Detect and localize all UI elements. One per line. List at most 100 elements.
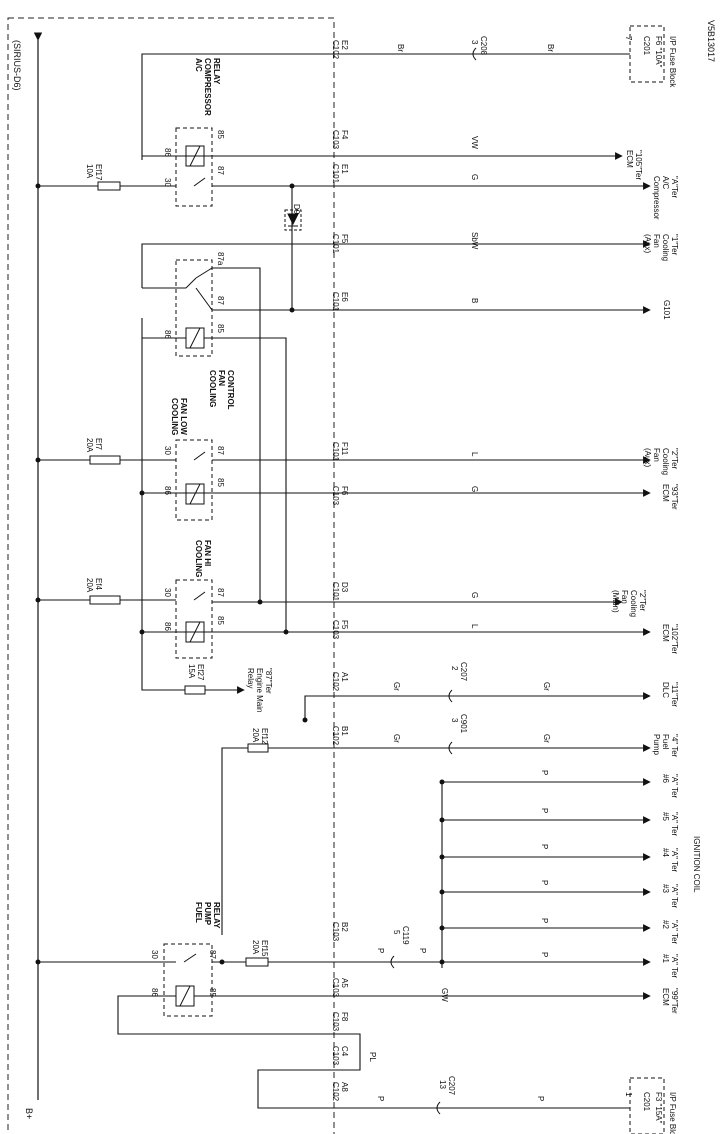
diode-d9 xyxy=(284,209,302,231)
destination: #2 xyxy=(661,920,670,929)
destination: (Aux) xyxy=(643,448,652,467)
fuse-name: Ef4 xyxy=(94,578,103,591)
splice-pin: 3 xyxy=(450,718,459,723)
wire-color: P xyxy=(540,844,549,849)
connector-name: C103 xyxy=(331,1046,340,1066)
fuse-name: Ef15 xyxy=(260,940,269,957)
relay-fuel-pump xyxy=(142,943,213,1017)
connector-pin: F6 xyxy=(340,486,349,496)
wire-rails xyxy=(38,53,651,1109)
ignition-coil-label: IGNITION COIL xyxy=(692,836,701,893)
destination-labels: "105"TerECM"A"TerA/CCompressor"1"TerCool… xyxy=(611,150,679,1014)
connector-name: C102 xyxy=(331,726,340,746)
connector-pin: E2 xyxy=(340,40,349,50)
connector-name: C102 xyxy=(331,40,340,60)
engine-main-relay-label: "87"Ter xyxy=(264,668,273,694)
relay-pin: 30 xyxy=(163,588,172,597)
destination: #4 xyxy=(661,848,670,857)
connector-pin: D3 xyxy=(340,582,349,593)
destination: (Aux) xyxy=(643,234,652,253)
connector-pin: F11 xyxy=(340,442,349,456)
relay-title: FAN xyxy=(217,370,226,386)
fuse-rating: 20A xyxy=(251,940,260,955)
relay-links xyxy=(212,186,293,632)
fuse-block-name: I/P Fuse Block xyxy=(668,36,677,88)
connector-name: C101 xyxy=(331,164,340,184)
relay-title: PUMP xyxy=(203,902,212,926)
wire-color: P xyxy=(540,880,549,885)
connector-pin: A8 xyxy=(340,1082,349,1092)
relay-pin: 85 xyxy=(208,988,217,997)
splice-name: C208 xyxy=(479,36,488,56)
fuse-block-connector: C201 xyxy=(642,1092,651,1112)
destination: "A" Ter xyxy=(670,884,679,909)
connector-name: C102 xyxy=(331,672,340,692)
connector-pin: B2 xyxy=(340,922,349,932)
destination: "2"Ter xyxy=(670,448,679,470)
connector-pin: B1 xyxy=(340,726,349,736)
destination: Fan xyxy=(652,448,661,462)
fuse-name: Ef27 xyxy=(196,664,205,681)
relay-title: FAN LOW xyxy=(179,398,188,435)
wire-color: P xyxy=(540,808,549,813)
relay-title: RELAY xyxy=(212,902,221,929)
wire-color: Gr xyxy=(392,682,401,691)
connector-pin: C4 xyxy=(340,1046,349,1057)
relay-pin: 87 xyxy=(216,588,225,597)
fuse-name: Ef17 xyxy=(94,164,103,181)
destination: "99"Ter xyxy=(670,988,679,1014)
destination: #6 xyxy=(661,774,670,783)
diagram-id: V5B13017 xyxy=(706,20,716,62)
relay-title: COOLING xyxy=(170,398,179,435)
connector-pin: F4 xyxy=(340,130,349,140)
relay-pin: 86 xyxy=(150,988,159,997)
fuse-rating: 15A xyxy=(187,664,196,679)
destination: "A" Ter xyxy=(670,954,679,979)
destination: ECM xyxy=(661,624,670,642)
wire-color: L xyxy=(470,452,479,457)
fuse-name: Ef12 xyxy=(260,728,269,745)
sirius-d6-border xyxy=(7,17,335,1134)
diode-label: D9 xyxy=(292,204,301,215)
wire-color: Br xyxy=(396,44,405,52)
wire-color: P xyxy=(540,770,549,775)
relay-pin: 30 xyxy=(163,446,172,455)
relay-pin: 85 xyxy=(216,478,225,487)
fuse-name: Ef7 xyxy=(94,438,103,451)
wire-color: G xyxy=(470,592,479,598)
fuse-block-fuse: F3 "15A" xyxy=(654,1092,663,1124)
connector-name: C103 xyxy=(331,486,340,506)
connector-name: C101 xyxy=(331,582,340,602)
relay-pin: 30 xyxy=(150,950,159,959)
relay-pin: 87 xyxy=(216,446,225,455)
destination: "A" Ter xyxy=(670,812,679,837)
connector-name: C103 xyxy=(331,922,340,942)
destination: ECM xyxy=(661,988,670,1006)
wire-color: Br xyxy=(546,44,555,52)
destination: "1"Ter xyxy=(670,234,679,256)
relay-title: FAN HI xyxy=(203,540,212,566)
fuse-rating: 10A xyxy=(85,164,94,179)
destination: G101 xyxy=(662,300,671,320)
connector-pin: F5 xyxy=(340,620,349,630)
connector-pin: F8 xyxy=(340,1012,349,1022)
fuse-rating: 20A xyxy=(85,438,94,453)
relay-pin: 87 xyxy=(208,950,217,959)
wire-color: GW xyxy=(440,988,449,1002)
engine-main-relay-label: Engine Main xyxy=(255,668,264,712)
wire-color: P xyxy=(376,1096,385,1101)
splice-pin: 2 xyxy=(450,666,459,671)
destination: #5 xyxy=(661,812,670,821)
splice-pin: 5 xyxy=(392,930,401,935)
rotated-text-layer: (SIRIUS-D6) V5B13017 B+ xyxy=(12,20,716,1119)
destination: A/C xyxy=(661,176,670,190)
destination: #1 xyxy=(661,954,670,963)
fuse-symbols xyxy=(89,181,269,967)
junction-dots xyxy=(35,183,445,965)
fuse-block-connector: C201 xyxy=(642,36,651,56)
